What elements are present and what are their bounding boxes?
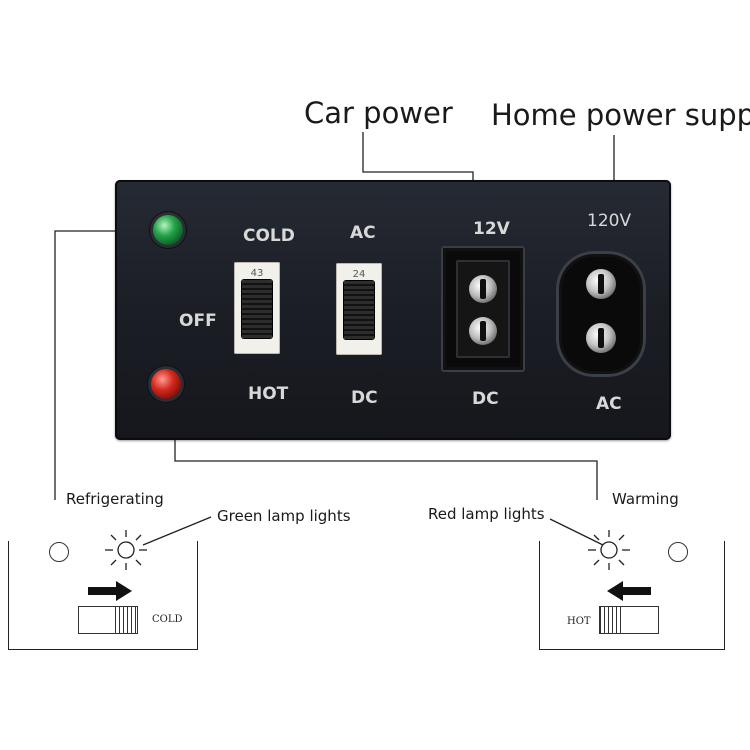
arrow-left-icon: [607, 581, 651, 601]
refrigerating-inset: [8, 541, 198, 650]
ac-pin-top: [586, 269, 616, 299]
warming-inset: [539, 541, 725, 650]
lit-lamp-icon: [105, 530, 147, 570]
green-lamp-lights-label: Green lamp lights: [217, 507, 351, 525]
off-lamp-icon: [49, 542, 69, 562]
switch-rating-number: 43: [250, 268, 264, 279]
switch-rating-number: 24: [352, 269, 366, 280]
off-lamp-icon: [668, 542, 688, 562]
ac-label: AC: [350, 223, 376, 243]
arrow-right-icon: [88, 581, 132, 601]
lit-lamp-icon: [588, 530, 630, 570]
car-power-label: Car power: [304, 96, 453, 130]
inset-cold-label: COLD: [152, 614, 183, 625]
cold-off-hot-switch[interactable]: 43: [234, 262, 280, 354]
dc-socket-label: DC: [472, 389, 499, 409]
green-led-indicator: [153, 215, 183, 245]
switch-lever[interactable]: [242, 280, 272, 338]
inset-hot-label: HOT: [567, 616, 591, 627]
dc-pin-bottom: [469, 317, 497, 345]
mini-switch-cold: [78, 606, 138, 634]
red-lamp-lights-label: Red lamp lights: [428, 505, 545, 523]
off-label: OFF: [179, 311, 217, 331]
120v-label: 120V: [587, 211, 632, 231]
red-led-indicator: [151, 369, 181, 399]
home-power-supply-label: Home power supply: [491, 98, 750, 132]
ac-pin-bottom: [586, 323, 616, 353]
warming-label: Warming: [612, 490, 679, 508]
12v-label: 12V: [473, 219, 510, 239]
green-lamp-pointer: [142, 516, 212, 546]
hot-label: HOT: [248, 384, 289, 404]
mini-switch-hot: [599, 606, 659, 634]
switch-lever[interactable]: [344, 281, 374, 339]
dc-pin-top: [469, 275, 497, 303]
dc-switch-label: DC: [351, 388, 378, 408]
ac-dc-switch[interactable]: 24: [336, 263, 382, 355]
red-lamp-pointer: [549, 518, 604, 546]
dc-socket-inner: [456, 260, 510, 358]
ac-socket-label: AC: [596, 394, 622, 414]
dc-12v-socket[interactable]: [441, 246, 525, 372]
ac-120v-socket[interactable]: [556, 251, 646, 377]
cold-label: COLD: [243, 226, 295, 246]
refrigerating-label: Refrigerating: [66, 490, 164, 508]
